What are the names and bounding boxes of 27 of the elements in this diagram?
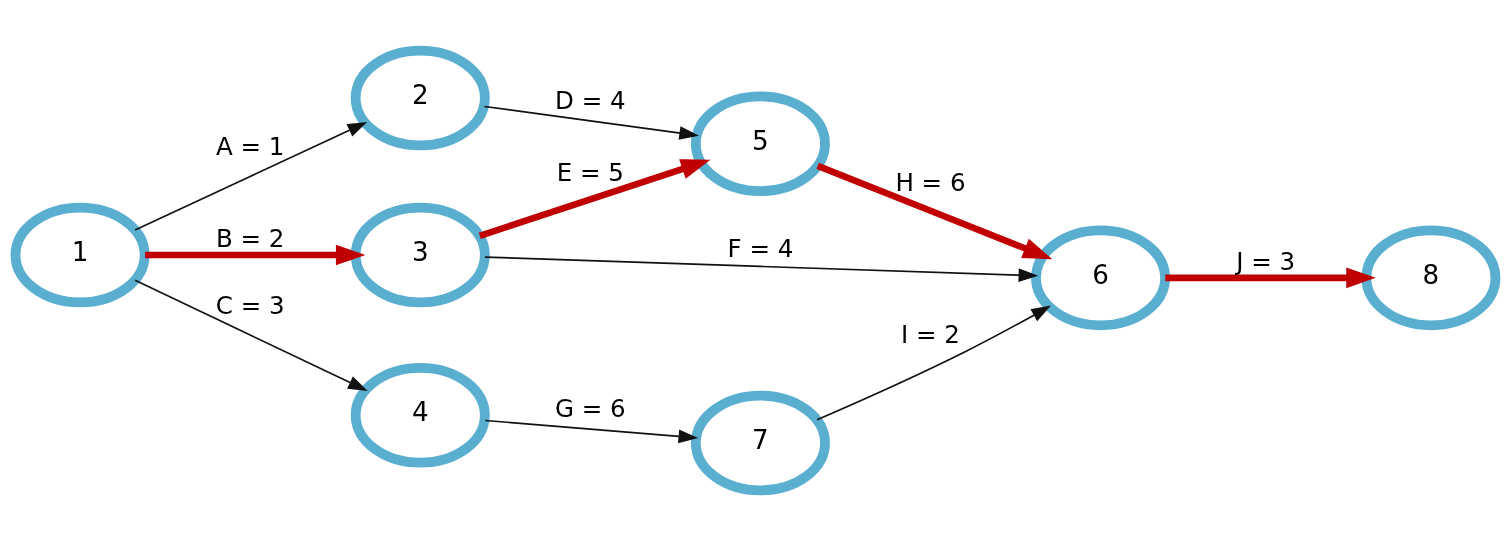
edge-label: J = 3 [1236, 246, 1296, 276]
arrow [1165, 267, 1376, 289]
arrow [484, 419, 699, 444]
edge-label: G = 6 [554, 393, 626, 423]
node-ellipse: 2 [350, 45, 490, 151]
arrow [478, 159, 711, 239]
node-ellipse: 4 [350, 362, 490, 468]
edge-label: A = 1 [215, 132, 285, 162]
node-ellipse: 7 [690, 390, 830, 496]
node-ellipse: 1 [10, 202, 150, 308]
edge-label: B = 2 [215, 223, 285, 253]
arrow [134, 279, 368, 391]
edge-label: I = 2 [901, 320, 960, 350]
arrow [816, 162, 1053, 260]
edge-label: D = 4 [555, 86, 626, 116]
arrow [484, 256, 1039, 282]
arrow [483, 105, 699, 140]
node-ellipse: 8 [1361, 225, 1501, 331]
arrow [816, 305, 1051, 421]
edge-label: H = 6 [895, 168, 966, 198]
edge-label: C = 3 [215, 290, 285, 320]
edge-label: E = 5 [556, 158, 624, 188]
edge-label: F = 4 [727, 233, 794, 263]
node-ellipse: 5 [690, 91, 830, 197]
arrow [145, 244, 366, 266]
node-ellipse: 3 [350, 202, 490, 308]
arrow [134, 121, 368, 231]
